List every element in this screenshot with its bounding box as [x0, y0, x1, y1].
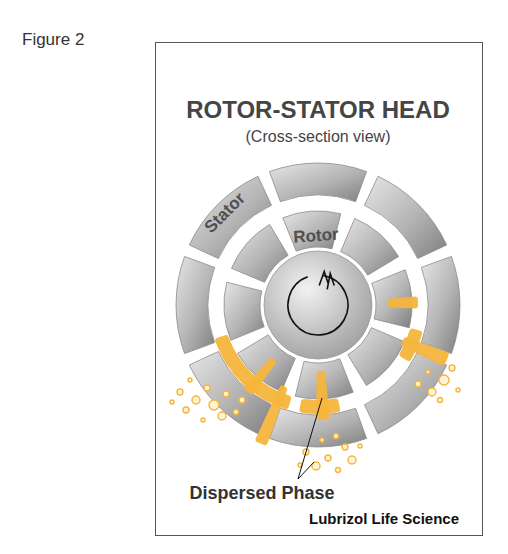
rotor-segment [224, 282, 264, 340]
dispersed-droplet [439, 375, 449, 385]
dispersed-droplet [239, 397, 245, 403]
dispersed-droplet [426, 370, 430, 374]
dispersed-droplet [188, 378, 192, 382]
dispersed-droplet [320, 438, 324, 442]
arrow-head [319, 271, 334, 289]
dispersed-droplet [192, 396, 200, 404]
rotation-arrow [288, 275, 348, 335]
rotor-segment [341, 218, 399, 275]
dispersed-droplet [428, 388, 436, 396]
rotor-hub [264, 251, 372, 359]
dispersed-droplet [204, 385, 210, 391]
part-name: Rotor [293, 225, 340, 248]
part-name: Dispersed Phase [189, 483, 334, 504]
dispersed-droplet [334, 434, 339, 439]
dispersed-droplet [177, 389, 183, 395]
dispersed-phase-blob [244, 358, 275, 394]
dispersed-droplet [449, 365, 455, 371]
dispersed-droplet [342, 444, 348, 450]
leader-line [298, 398, 322, 479]
dispersed-phase-blob [402, 337, 449, 365]
dispersed-droplet [438, 398, 443, 403]
credit-line: Lubrizol Life Science [309, 510, 459, 527]
dispersed-droplet [234, 410, 239, 415]
dispersed-droplet [415, 381, 421, 387]
stator-segment [176, 256, 215, 353]
dispersed-phase-blob [256, 386, 287, 445]
dispersed-droplet [348, 456, 356, 464]
dispersed-droplet [456, 388, 460, 392]
dispersed-droplet [325, 455, 331, 461]
dispersed-droplet [201, 418, 205, 422]
figure-title: ROTOR-STATOR HEAD [186, 96, 450, 124]
dispersed-droplet [183, 407, 189, 413]
rotor-segment [348, 328, 405, 386]
stator-segment [421, 256, 460, 353]
figure-number: Figure 2 [22, 30, 84, 50]
dispersed-droplet [218, 412, 226, 420]
dispersed-droplet [209, 400, 219, 410]
subtitle: (Cross-section view) [246, 128, 391, 146]
dispersed-droplet [170, 400, 174, 404]
dispersed-droplet [336, 468, 341, 473]
dispersed-droplet [223, 391, 229, 397]
stator-segment [269, 163, 366, 202]
dispersed-droplet [358, 444, 362, 448]
rotor-stator-head [176, 163, 460, 447]
dispersed-phase-blob [388, 297, 418, 309]
rotor-segment [283, 211, 341, 251]
rotor-segment [231, 224, 288, 282]
leader-line [298, 462, 314, 479]
